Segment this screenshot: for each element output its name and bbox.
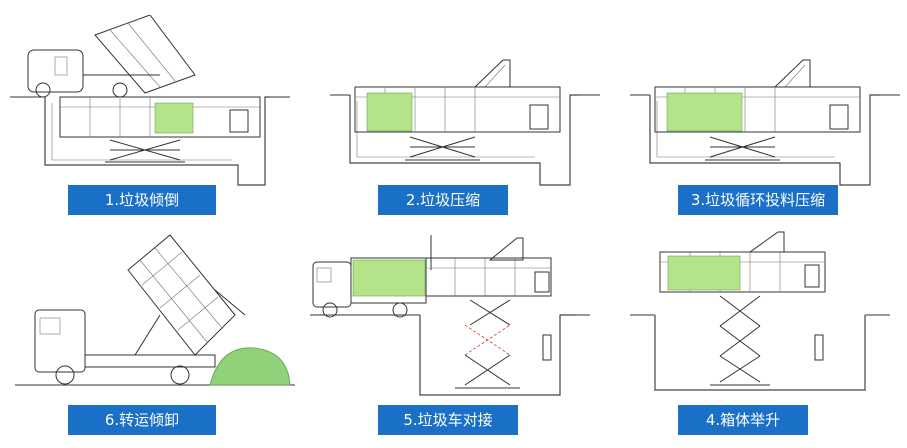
step-3-label: 3.垃圾循环投料压缩 (678, 185, 838, 215)
step-5-panel: 5.垃圾车对接 (305, 230, 595, 440)
garbage-compression-diagram (330, 59, 600, 186)
step-6-panel: 6.转运倾卸 (10, 230, 300, 440)
transfer-dumping-diagram (15, 234, 295, 386)
step-4-panel: 4.箱体举升 (620, 230, 907, 440)
cyclic-feeding-compression-diagram (630, 59, 900, 186)
step-6-label: 6.转运倾卸 (68, 405, 216, 435)
step-2-label: 2.垃圾压缩 (378, 185, 508, 215)
step-3-panel: 3.垃圾循环投料压缩 (625, 15, 907, 225)
step-2-panel: 2.垃圾压缩 (325, 15, 615, 225)
container-lifting-diagram (630, 231, 890, 391)
step-1-panel: 1.垃圾倾倒 (10, 15, 300, 225)
step-4-label: 4.箱体举升 (678, 405, 808, 435)
truck-docking-diagram (310, 235, 590, 396)
step-5-label: 5.垃圾车对接 (378, 405, 518, 435)
garbage-dumping-diagram (10, 15, 290, 186)
step-1-label: 1.垃圾倾倒 (68, 185, 216, 215)
